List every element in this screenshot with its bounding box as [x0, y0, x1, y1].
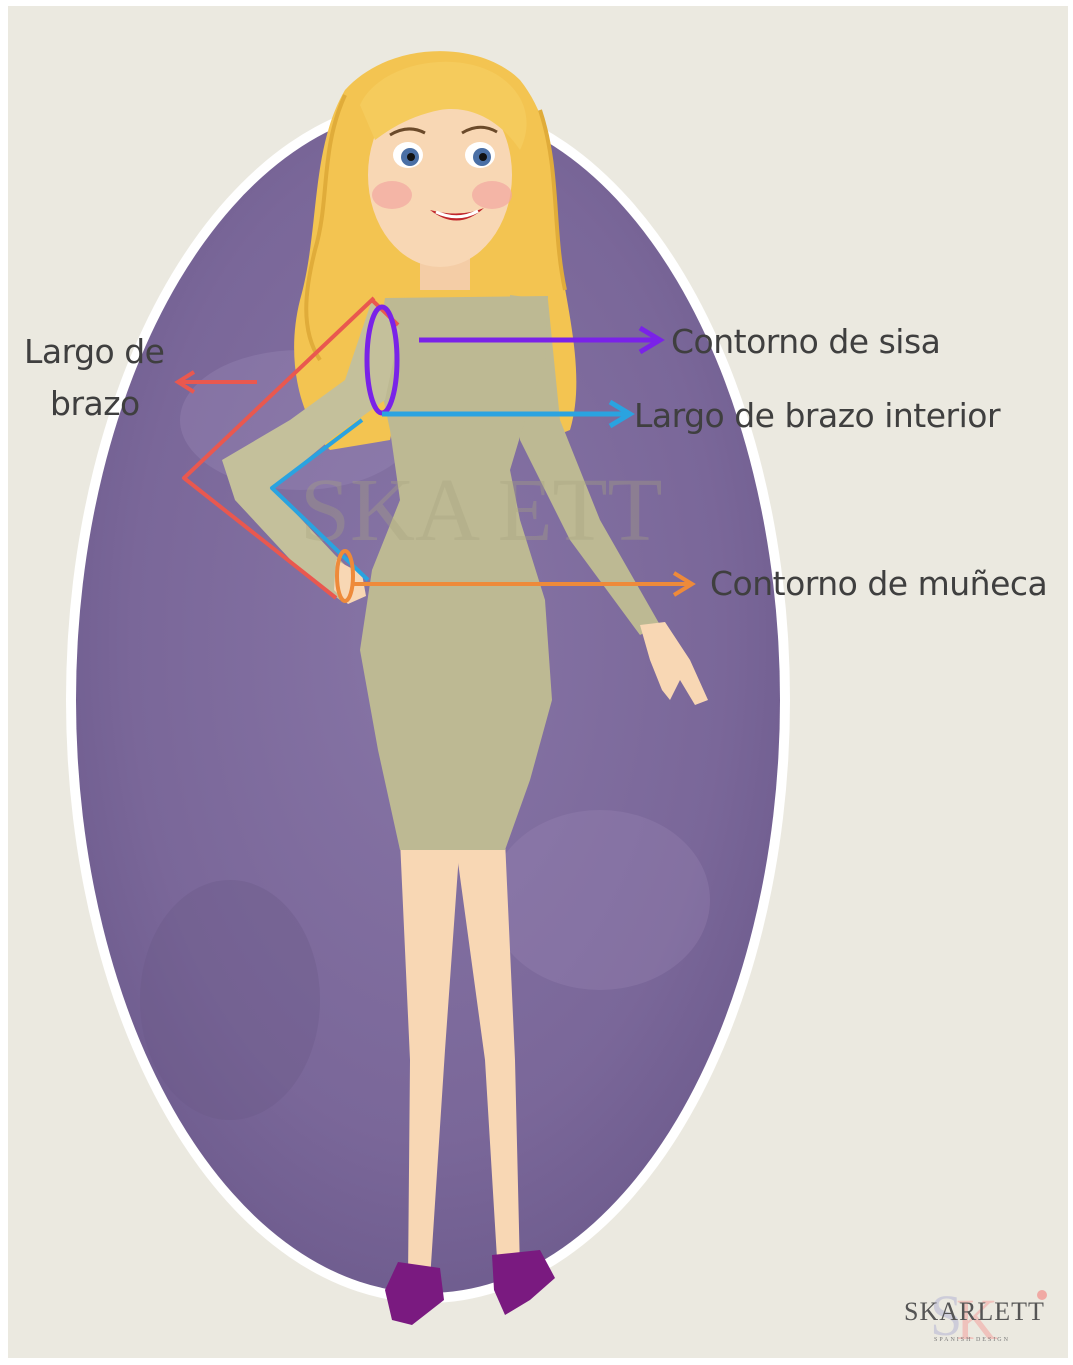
watermark-text: SKA ETT — [300, 461, 663, 560]
label-arm-length-line1: Largo de — [24, 326, 174, 378]
left-shoe — [385, 1262, 444, 1325]
label-wrist: Contorno de muñeca — [710, 564, 1047, 603]
label-inner-arm-length: Largo de brazo interior — [634, 396, 1000, 435]
skarlett-logo: S K SKARLETT SPANISH DESIGN — [898, 1283, 1058, 1353]
label-arm-length-line2: brazo — [24, 378, 174, 430]
brand-name: SKARLETT — [904, 1297, 1045, 1327]
label-armhole: Contorno de sisa — [671, 322, 940, 361]
brand-tagline: SPANISH DESIGN — [934, 1337, 1010, 1343]
label-arm-length: Largo de brazo — [24, 326, 174, 430]
